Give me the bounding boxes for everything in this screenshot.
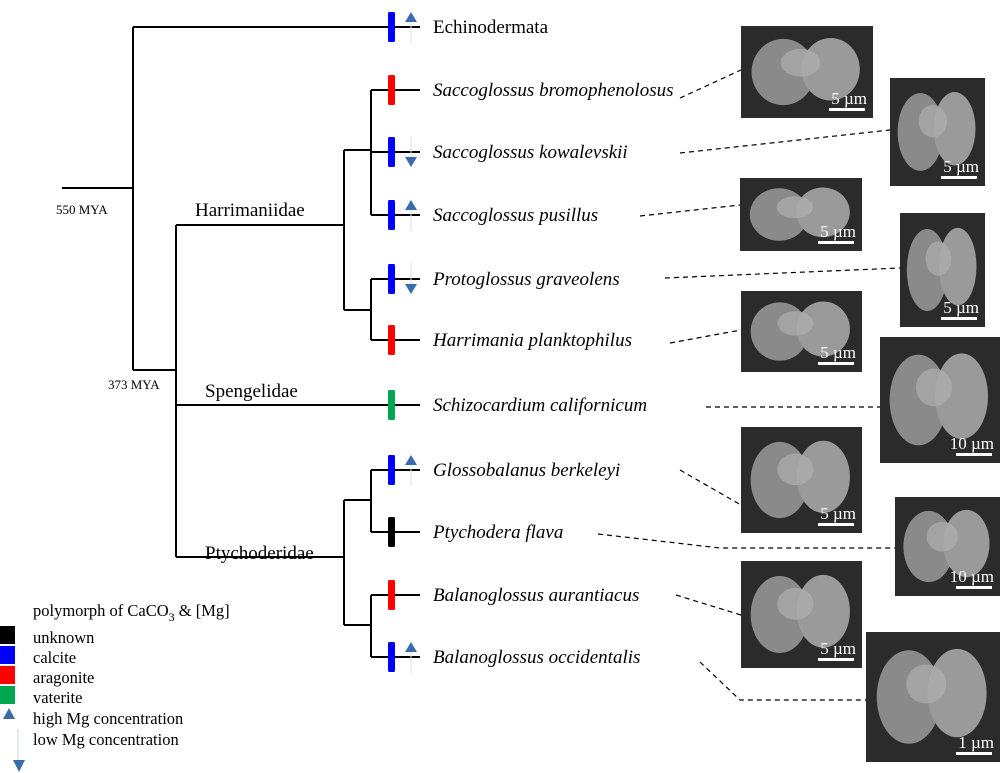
scale-bar-label: 10 µm xyxy=(950,567,994,586)
phylogenetic-tree xyxy=(62,26,420,657)
family-ptychoderidae: Ptychoderidae xyxy=(205,543,314,564)
scale-bar-label: 5 µm xyxy=(831,89,867,108)
scale-bar-label: 1 µm xyxy=(958,733,994,752)
low-mg-arrow-icon xyxy=(405,284,417,294)
legend-unknown: unknown xyxy=(33,628,94,647)
legend-swatch-unknown xyxy=(0,626,15,644)
legend-title: polymorph of CaCO3 & [Mg] xyxy=(33,601,230,624)
legend-low-mg: low Mg concentration xyxy=(33,730,179,749)
scale-bar-label: 5 µm xyxy=(943,298,979,317)
leader-line xyxy=(699,661,866,701)
sem-image: 5 µm xyxy=(900,213,985,327)
taxon-label: Balanoglossus aurantiacus xyxy=(433,585,639,606)
high-mg-arrow-icon xyxy=(405,642,417,652)
legend-swatch-calcite xyxy=(0,646,15,664)
polymorph-marker-unknown xyxy=(388,517,395,547)
high-mg-arrow-icon xyxy=(405,12,417,22)
leader-line xyxy=(679,469,742,506)
taxon-label: Glossobalanus berkeleyi xyxy=(433,460,620,481)
high-mg-arrow-icon xyxy=(3,708,15,719)
sem-image: 5 µm xyxy=(741,561,862,668)
taxon-label: Saccoglossus pusillus xyxy=(433,205,598,226)
high-mg-arrow-icon xyxy=(405,455,417,465)
leader-line xyxy=(639,204,741,217)
taxon-label: Ptychodera flava xyxy=(432,522,563,543)
sem-image: 5 µm xyxy=(741,427,862,533)
sem-image: 10 µm xyxy=(895,497,1000,596)
low-mg-arrow-icon xyxy=(13,760,25,772)
polymorph-marker-calcite xyxy=(388,455,395,485)
low-mg-arrow-icon xyxy=(405,157,417,167)
legend-vaterite: vaterite xyxy=(33,688,82,707)
scale-bar-label: 5 µm xyxy=(943,157,979,176)
polymorph-marker-calcite xyxy=(388,12,395,42)
leader-line xyxy=(664,267,901,279)
legend-calcite: calcite xyxy=(33,648,76,667)
taxon-label: Saccoglossus kowalevskii xyxy=(433,142,628,163)
sem-images: 5 µm 5 µm 5 µm 5 µm 5 µm 10 µm 5 µm 10 µm 5 µm 1 … xyxy=(597,26,1000,762)
sem-image: 5 µm xyxy=(890,78,985,186)
taxon-label: Balanoglossus occidentalis xyxy=(433,647,640,668)
legend-aragonite: aragonite xyxy=(33,668,94,687)
taxon-label: Harrimania planktophilus xyxy=(432,330,632,351)
polymorph-marker-calcite xyxy=(388,200,395,230)
polymorph-marker-aragonite xyxy=(388,325,395,355)
legend-swatch-aragonite xyxy=(0,666,15,684)
taxon-label: Echinodermata xyxy=(433,17,549,38)
legend-swatch-vaterite xyxy=(0,686,15,704)
taxon-label: Saccoglossus bromophenolosus xyxy=(433,80,674,101)
leader-line xyxy=(679,129,891,154)
taxon-label: Protoglossus graveolens xyxy=(432,269,620,290)
polymorph-marker-aragonite xyxy=(388,580,395,610)
leader-line xyxy=(679,69,742,99)
leader-line xyxy=(597,533,895,549)
taxon-label: Schizocardium californicum xyxy=(433,395,647,416)
sem-image: 10 µm xyxy=(880,337,1000,463)
sem-image: 5 µm xyxy=(740,178,862,251)
polymorph-marker-vaterite xyxy=(388,390,395,420)
scale-bar-label: 5 µm xyxy=(820,504,856,523)
scale-bar-label: 5 µm xyxy=(820,222,856,241)
node-age-inner: 373 MYA xyxy=(108,377,160,392)
family-spengelidae: Spengelidae xyxy=(205,381,298,402)
legend: polymorph of CaCO3 & [Mg] unknown calcit… xyxy=(0,601,230,772)
family-harrimaniidae: Harrimaniidae xyxy=(195,200,305,221)
polymorph-marker-calcite xyxy=(388,642,395,672)
legend-high-mg: high Mg concentration xyxy=(33,709,183,728)
sem-image: 5 µm xyxy=(741,291,862,372)
sem-image: 5 µm xyxy=(741,26,873,118)
leader-line xyxy=(675,594,742,616)
polymorph-marker-aragonite xyxy=(388,75,395,105)
scale-bar-label: 10 µm xyxy=(950,434,994,453)
high-mg-arrow-icon xyxy=(405,200,417,210)
sem-image: 1 µm xyxy=(866,632,1000,762)
polymorph-marker-calcite xyxy=(388,137,395,167)
leader-line xyxy=(669,329,742,344)
node-age-root: 550 MYA xyxy=(56,202,108,217)
polymorph-marker-calcite xyxy=(388,264,395,294)
scale-bar-label: 5 µm xyxy=(820,639,856,658)
scale-bar-label: 5 µm xyxy=(820,343,856,362)
